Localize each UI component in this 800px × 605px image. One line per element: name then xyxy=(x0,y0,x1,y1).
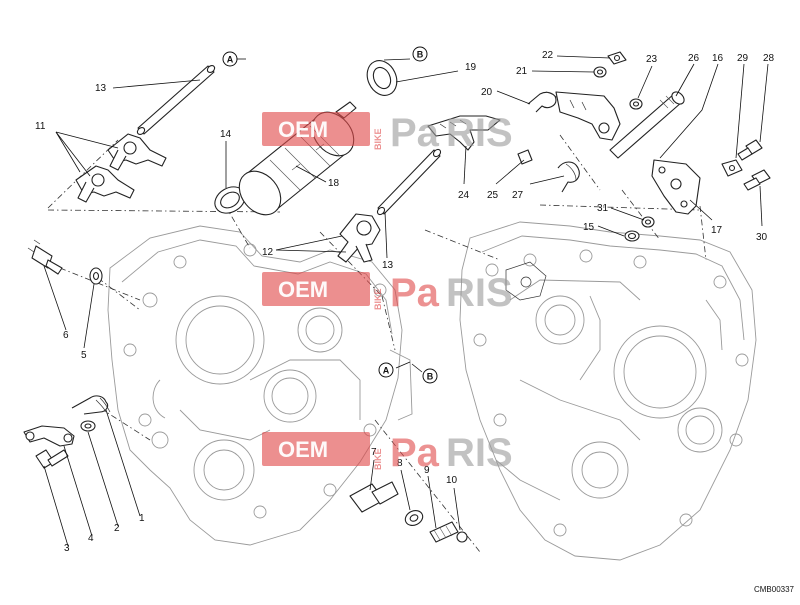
callout-20: 20 xyxy=(481,87,493,98)
part-washer-2 xyxy=(80,420,96,432)
part-screw-28 xyxy=(737,139,763,161)
part-gear-shift-shaft xyxy=(555,91,685,159)
callout-6: 6 xyxy=(63,330,69,341)
callout-13-upper: 13 xyxy=(95,83,107,94)
reference-letter-a: A xyxy=(383,366,390,376)
reference-letter-b: B xyxy=(417,50,424,60)
part-return-spring xyxy=(71,395,111,415)
leader-lines xyxy=(43,55,769,547)
watermark-word-b: RIS xyxy=(446,431,513,475)
callout-3: 3 xyxy=(64,543,70,554)
watermark-vertical-text: BIKE xyxy=(373,288,383,310)
callout-8: 8 xyxy=(397,458,403,469)
callout-24: 24 xyxy=(458,190,470,201)
callout-13-lower: 13 xyxy=(382,260,394,271)
part-shift-fork-rod-upper xyxy=(136,64,216,136)
part-neutral-switch xyxy=(27,239,63,275)
callout-29: 29 xyxy=(737,53,749,64)
watermark-badge-text: OEM xyxy=(278,437,328,462)
part-thrust-washer xyxy=(214,186,246,214)
callout-31: 31 xyxy=(597,203,609,214)
assembly-lines xyxy=(47,134,707,553)
callout-numbers: 1 2 3 4 5 6 7 8 9 10 11 12 13 13 14 15 1… xyxy=(35,50,775,554)
part-washer-29 xyxy=(721,159,743,177)
reference-mark-b-mid: B xyxy=(411,363,438,384)
reference-mark-b-top: B xyxy=(412,46,428,62)
reference-mark-a-top: A xyxy=(222,51,238,67)
watermark-word-a: Pa xyxy=(390,431,440,475)
part-bushing-23 xyxy=(629,98,643,110)
watermark-word-b: RIS xyxy=(446,271,513,315)
part-ratchet-lever xyxy=(427,115,501,151)
reference-mark-a-mid: A xyxy=(378,361,411,378)
callout-23: 23 xyxy=(646,54,658,65)
watermark-word-a: Pa xyxy=(390,111,440,155)
callout-1: 1 xyxy=(139,513,145,524)
callout-15: 15 xyxy=(583,222,595,233)
callout-5: 5 xyxy=(81,350,87,361)
part-washer-21 xyxy=(593,66,607,78)
part-shift-fork-middle xyxy=(337,213,381,263)
callout-2: 2 xyxy=(114,523,120,534)
right-crankcase-half xyxy=(459,221,757,561)
callout-22: 22 xyxy=(542,50,554,61)
watermark-bottom: OEM BIKE Pa RIS xyxy=(262,431,513,475)
part-bearing-ring xyxy=(366,60,398,96)
callout-12: 12 xyxy=(262,247,274,258)
callout-10: 10 xyxy=(446,475,458,486)
part-nut-22 xyxy=(607,51,627,65)
watermark-vertical-text: BIKE xyxy=(373,128,383,150)
drawing-code: CMB00337 xyxy=(754,585,795,594)
part-shift-forks-pair xyxy=(75,133,167,203)
callout-30: 30 xyxy=(756,232,768,243)
callout-4: 4 xyxy=(88,533,94,544)
part-spring-27 xyxy=(557,161,580,193)
part-circlip-15 xyxy=(624,230,640,242)
callout-27: 27 xyxy=(512,190,524,201)
part-bolt-3 xyxy=(35,449,69,469)
left-crankcase-half xyxy=(107,225,413,546)
part-shift-fork-rod-lower xyxy=(376,148,442,216)
part-detent-spring xyxy=(429,521,459,543)
part-washer-8 xyxy=(404,510,424,526)
right-case-shift-plate xyxy=(505,261,547,301)
part-pin-25 xyxy=(517,149,533,165)
watermark-top: OEM BIKE Pa RIS xyxy=(262,111,513,155)
watermark-vertical-text: BIKE xyxy=(373,448,383,470)
callout-26: 26 xyxy=(688,53,700,64)
reference-letter-b: B xyxy=(427,372,434,382)
callout-16: 16 xyxy=(712,53,724,64)
watermark-word-b: RIS xyxy=(446,111,513,155)
watermark-badge-text: OEM xyxy=(278,277,328,302)
part-stopper-lever xyxy=(23,425,75,447)
part-detent-bolt xyxy=(349,481,399,513)
reference-letter-a: A xyxy=(227,55,234,65)
callout-14: 14 xyxy=(220,129,232,140)
callout-17: 17 xyxy=(711,225,723,236)
callout-21: 21 xyxy=(516,66,528,77)
callout-19: 19 xyxy=(465,62,477,73)
part-detent-ball xyxy=(456,531,468,543)
callout-11: 11 xyxy=(35,121,46,132)
callout-7: 7 xyxy=(371,447,377,458)
part-screw-30 xyxy=(743,169,771,191)
watermark-badge-text: OEM xyxy=(278,117,328,142)
watermark-word-a: Pa xyxy=(390,271,440,315)
part-washer-31 xyxy=(641,216,655,228)
callout-25: 25 xyxy=(487,190,499,201)
callout-9: 9 xyxy=(424,465,430,476)
part-washer-5 xyxy=(89,267,103,285)
callout-18: 18 xyxy=(328,178,340,189)
part-cover-plate xyxy=(651,159,701,215)
callout-28: 28 xyxy=(763,53,775,64)
watermark-middle: OEM BIKE Pa RIS xyxy=(262,271,513,315)
